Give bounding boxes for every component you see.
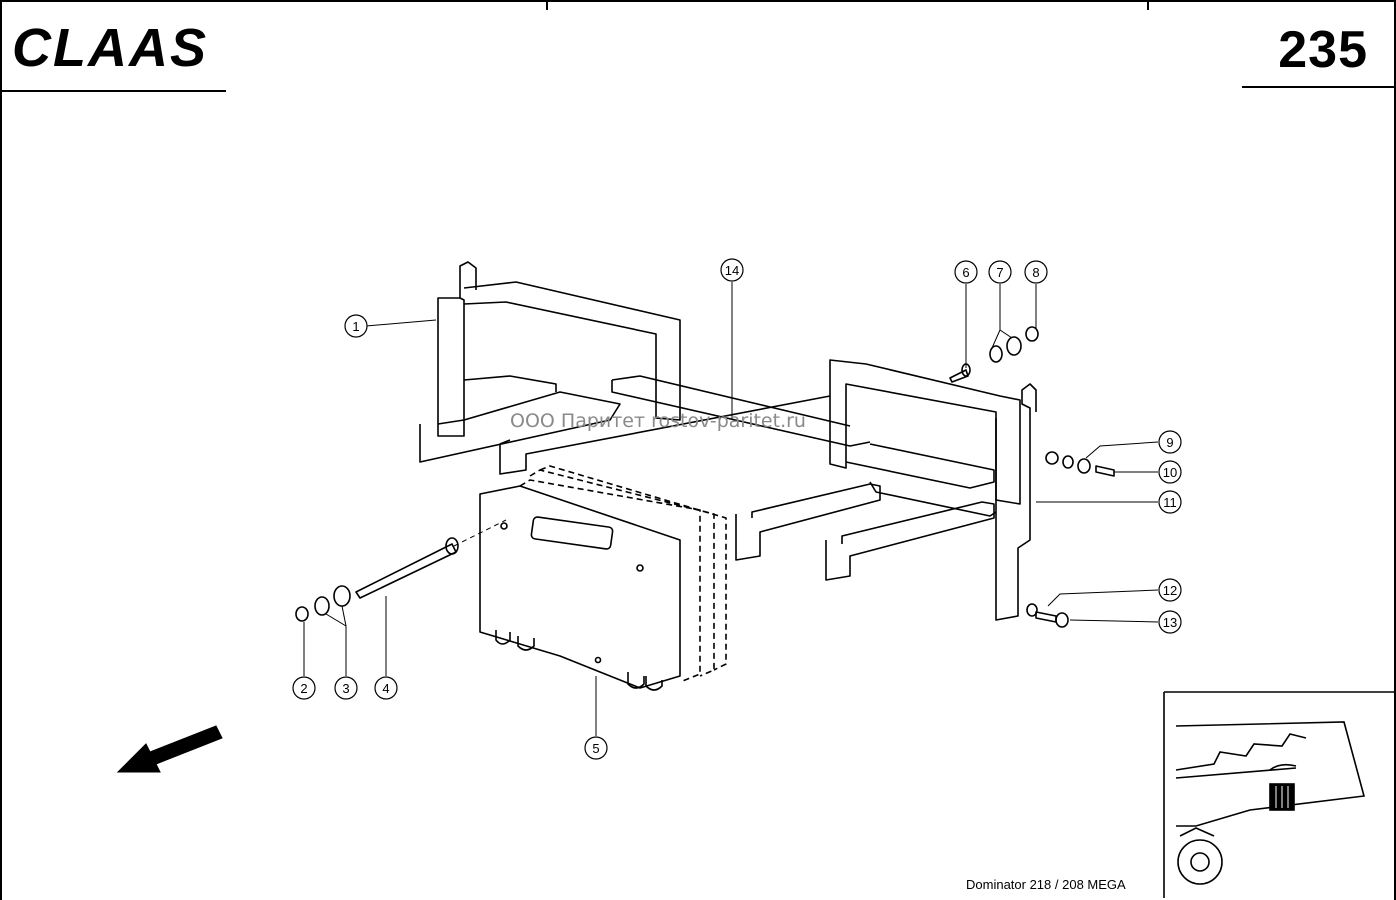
callout-13: 13 xyxy=(1158,610,1182,634)
callout-11: 11 xyxy=(1158,490,1182,514)
svg-text:6: 6 xyxy=(962,265,969,280)
left-bracket xyxy=(419,261,681,463)
leader-lines xyxy=(303,282,1159,736)
logo-rule xyxy=(2,90,226,92)
right-border xyxy=(1394,0,1396,900)
right-bracket xyxy=(829,359,1037,621)
svg-text:10: 10 xyxy=(1163,465,1177,480)
callout-9: 9 xyxy=(1158,430,1182,454)
side-fasteners xyxy=(1045,451,1115,477)
lower-fasteners xyxy=(1026,603,1069,628)
lower-guides xyxy=(735,483,995,581)
svg-text:14: 14 xyxy=(725,263,739,278)
callout-4: 4 xyxy=(374,676,398,700)
callout-5: 5 xyxy=(584,736,608,760)
watermark: ООО Паритет rostov-paritet.ru xyxy=(510,410,806,432)
svg-text:5: 5 xyxy=(592,741,599,756)
nut-and-washers xyxy=(295,585,351,622)
callout-14: 14 xyxy=(720,258,744,282)
long-bolt xyxy=(355,537,459,599)
cross-member xyxy=(499,375,871,475)
model-caption: Dominator 218 / 208 MEGA xyxy=(966,877,1126,892)
svg-text:1: 1 xyxy=(352,319,359,334)
callout-6: 6 xyxy=(954,260,978,284)
callout-7: 7 xyxy=(988,260,1012,284)
callout-10: 10 xyxy=(1158,460,1182,484)
callout-2: 2 xyxy=(292,676,316,700)
top-border xyxy=(0,0,1396,2)
callout-3: 3 xyxy=(334,676,358,700)
svg-text:7: 7 xyxy=(996,265,1003,280)
svg-text:11: 11 xyxy=(1163,495,1177,510)
brand-logo: CLAAS xyxy=(12,18,208,74)
weight-block xyxy=(479,465,727,691)
upper-fasteners xyxy=(949,326,1039,383)
machine-locator-icon xyxy=(1163,691,1394,898)
page-number-rule xyxy=(1242,86,1394,88)
callout-8: 8 xyxy=(1024,260,1048,284)
callout-12: 12 xyxy=(1158,578,1182,602)
direction-arrow-icon xyxy=(116,725,223,773)
brand-logo-text: CLAAS xyxy=(12,18,208,74)
svg-text:4: 4 xyxy=(382,681,389,696)
top-tick xyxy=(1147,0,1149,10)
top-tick xyxy=(546,0,548,10)
svg-text:8: 8 xyxy=(1032,265,1039,280)
svg-text:13: 13 xyxy=(1163,615,1177,630)
callout-1: 1 xyxy=(344,314,368,338)
svg-text:3: 3 xyxy=(342,681,349,696)
svg-text:2: 2 xyxy=(300,681,307,696)
left-border xyxy=(0,0,2,900)
page-number: 235 xyxy=(1278,21,1368,79)
svg-text:12: 12 xyxy=(1163,583,1177,598)
svg-text:9: 9 xyxy=(1166,435,1173,450)
